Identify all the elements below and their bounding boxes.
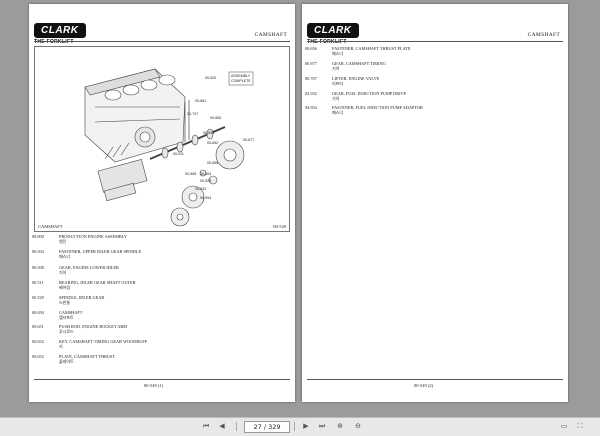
part-korean-name: 엔진 [59, 239, 67, 244]
callout-label: 00-932 [195, 187, 206, 191]
part-number: 00.653 [32, 354, 44, 359]
part-number: 00.677 [305, 61, 317, 66]
callout-label: 00-508 [185, 172, 196, 176]
part-description: GEAR, ENGINE LOWER IDLER [59, 265, 119, 270]
logo-wordmark: CLARK [34, 23, 86, 38]
callout-label: 00-650 [210, 116, 221, 120]
page-footer-number: 00-549 (1) [144, 383, 164, 388]
callout-label: 00-661 [195, 99, 206, 103]
engine-block [84, 68, 186, 163]
part-number: 94.954 [305, 105, 317, 110]
part-description: BEARING, IDLER GEAR SHAFT OUTER [59, 280, 136, 285]
callout-label: 00-707 [187, 112, 198, 116]
left-page: CLARK THE FORKLIFT CAMSHAFT [29, 4, 295, 402]
right-page: CLARK THE FORKLIFT CAMSHAFT 00.656 FASTE… [302, 4, 568, 402]
logo-wordmark: CLARK [307, 23, 359, 38]
callout-label: 00-504 [200, 172, 211, 176]
last-page-icon[interactable]: ⏭ [318, 422, 326, 430]
exploded-parts-diagram: 00-000 ASSEMBLY COMPLETE 00-661 00-707 0… [34, 46, 290, 232]
zoom-out-icon[interactable]: ⊖ [355, 422, 361, 430]
part-number: 00.511 [32, 280, 44, 285]
diagram-callouts: 00-000 ASSEMBLY COMPLETE 00-661 00-707 0… [173, 74, 254, 200]
injection-pump [97, 142, 148, 202]
part-korean-name: 기어 [332, 66, 340, 71]
callout-label: 00-677 [243, 138, 254, 142]
next-page-icon[interactable]: ▶ [303, 422, 309, 430]
footer-divider [307, 379, 563, 380]
part-number: 00.000 [32, 234, 44, 239]
section-title: CAMSHAFT [254, 32, 287, 38]
diagram-caption: CAMSHAFT [38, 224, 63, 229]
part-korean-name: 패스너 [332, 51, 344, 56]
callout-label: COMPLETE [231, 79, 251, 83]
diagram-reference: 00-549 [273, 224, 286, 229]
section-title: CAMSHAFT [527, 32, 560, 38]
assembly-label-box [228, 71, 254, 86]
callout-label: 00-656 [207, 161, 218, 165]
footer-divider [34, 379, 290, 380]
part-korean-name: 패스너 [332, 110, 344, 115]
pdf-viewer-toolbar: ⏮ ◀ 27 / 329 ▶ ⏭ ⊕ ⊖ ▭ ⛶ [0, 417, 600, 436]
first-page-icon[interactable]: ⏮ [202, 422, 210, 430]
part-korean-name: 기어 [332, 96, 340, 101]
previous-page-icon[interactable]: ◀ [219, 422, 225, 430]
logo-tagline: THE FORKLIFT [307, 39, 347, 45]
camshaft-part [149, 126, 226, 160]
part-description: GEAR, FUEL INJECTION PUMP DRIVE [332, 91, 407, 96]
part-description: PLATE, CAMSHAFT THRUST [59, 354, 116, 359]
part-description: FASTENER, CAMSHAFT THRUST PLATE [332, 46, 411, 51]
part-korean-name: 패스너 [59, 254, 71, 259]
push-rods [184, 100, 190, 142]
callout-label: 00-653 [203, 131, 214, 135]
clark-logo: CLARK THE FORKLIFT [34, 20, 86, 45]
part-korean-name: 리프터 [332, 81, 344, 86]
callout-label: 00-511 [173, 152, 184, 156]
part-korean-name: 베어링 [59, 285, 71, 290]
toolbar-separator [294, 422, 295, 431]
part-korean-name: 스핀들 [59, 300, 71, 305]
part-korean-name: 플레이트 [59, 359, 74, 364]
part-number: 00.651 [32, 324, 44, 329]
part-description: PUSH ROD, ENGINE ROCKET ARM [59, 324, 128, 329]
fullscreen-icon[interactable]: ⛶ [577, 422, 583, 430]
part-number: 00.656 [305, 46, 317, 51]
header-divider [307, 41, 563, 42]
part-number: 02.932 [305, 91, 317, 96]
part-korean-name: 기어 [59, 270, 67, 275]
part-description: CAMSHAFT [59, 310, 83, 315]
part-description: FASTENER, FUEL INJECTION PUMP ADAPTOR [332, 105, 423, 110]
part-number: 00.652 [32, 339, 44, 344]
part-number: 00.508 [32, 265, 44, 270]
part-korean-name: 푸시로드 [59, 329, 74, 334]
callout-label: ASSEMBLY [231, 74, 251, 78]
part-description: LIFTER, ENGINE VALVE [332, 76, 380, 81]
fit-page-icon[interactable]: ▭ [560, 422, 568, 430]
part-description: SPINDLE, IDLER GEAR [59, 295, 105, 300]
part-description: PRODUCTION ENGINE ASSEMBLY [59, 234, 128, 239]
timing-gears [170, 140, 245, 227]
part-description: GEAR, CAMSHAFT TIMING [332, 61, 386, 66]
callout-label: 00-000 [205, 76, 216, 80]
toolbar-separator [236, 422, 237, 431]
callout-label: 00-652 [207, 141, 218, 145]
part-description: KEY, CAMSHAFT TIMING GEAR WOODRUFF [59, 339, 148, 344]
part-description: FASTENER, UPPER IDLER GEAR SPINDLE [59, 249, 142, 254]
part-number: 00.707 [305, 76, 317, 81]
zoom-in-icon[interactable]: ⊕ [337, 422, 343, 430]
part-number: 00.529 [32, 295, 44, 300]
page-number-input[interactable]: 27 / 329 [244, 421, 290, 433]
diagram-illustration: 00-000 ASSEMBLY COMPLETE 00-661 00-707 0… [84, 68, 254, 227]
logo-tagline: THE FORKLIFT [34, 39, 74, 45]
callout-label: 00-529 [200, 179, 211, 183]
header-divider [34, 41, 290, 42]
part-number: 00.504 [32, 249, 44, 254]
clark-logo: CLARK THE FORKLIFT [307, 20, 359, 45]
page-footer-number: 00-549 (2) [414, 383, 434, 388]
part-number: 00.650 [32, 310, 44, 315]
callout-label: 94-954 [200, 196, 211, 200]
part-korean-name: 키 [59, 344, 63, 349]
part-korean-name: 캠샤프트 [59, 315, 74, 320]
